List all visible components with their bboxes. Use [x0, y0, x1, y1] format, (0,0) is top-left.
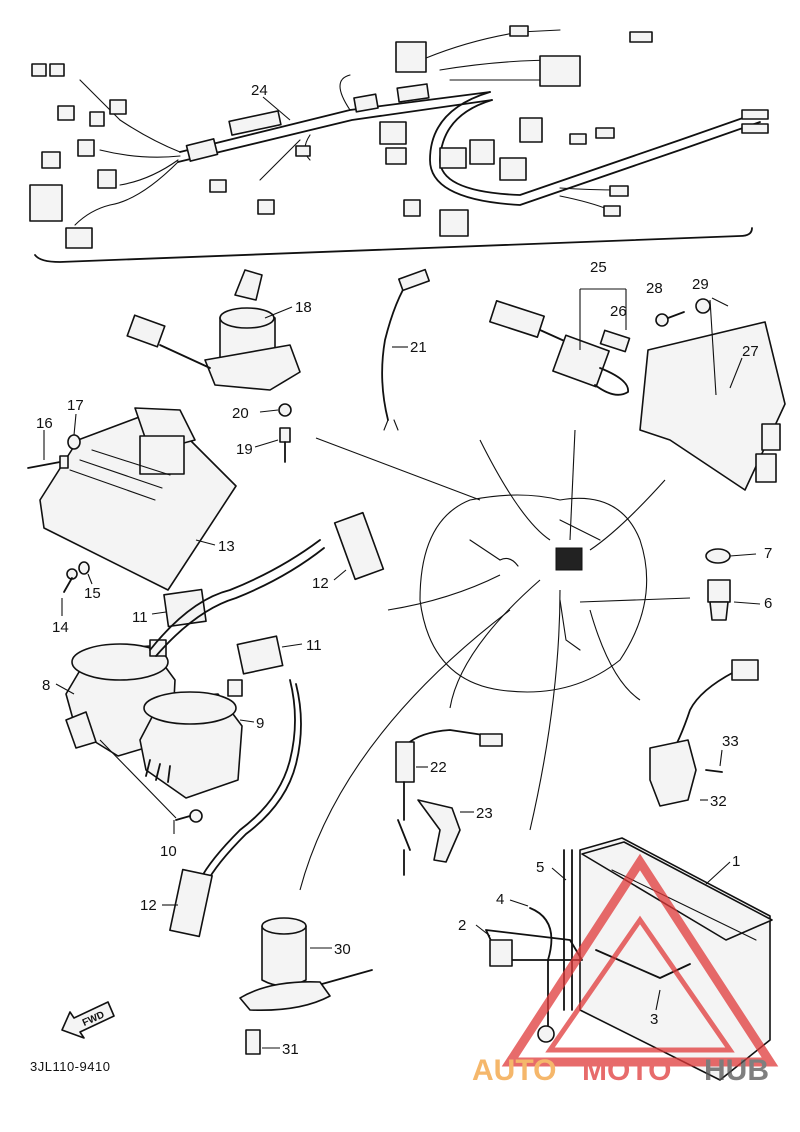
screw-19: [254, 403, 292, 463]
callout-29: 29: [692, 276, 709, 293]
cap-11b: [236, 635, 303, 675]
plug-cap-12a: [149, 511, 385, 657]
sensor-32: [649, 659, 759, 807]
watermark-moto: MOTO: [582, 1054, 671, 1087]
callout-8: 8: [42, 677, 50, 694]
screw-10: [99, 739, 203, 834]
callout-30: 30: [334, 941, 351, 958]
callout-28: 28: [646, 280, 663, 297]
callout-9: 9: [256, 715, 264, 732]
battery-band-2: [475, 924, 583, 967]
igniter-13: [39, 407, 237, 591]
fuse-holder-25: [489, 288, 631, 396]
callout-17: 17: [67, 397, 84, 414]
callout-1: 1: [732, 853, 740, 870]
callout-11b: 11: [306, 637, 322, 654]
cap-11a: [151, 588, 207, 628]
bracket-23: [417, 799, 474, 863]
wire-harness-24: [29, 25, 769, 263]
callout-20: 20: [232, 405, 249, 422]
washer-17: [67, 413, 81, 450]
sensor-22: [395, 729, 503, 876]
bolt-31: [245, 1029, 280, 1055]
ignition-coil-9: [139, 679, 255, 799]
callout-3: 3: [650, 1011, 658, 1028]
callout-19: 19: [236, 441, 253, 458]
washer-15: [78, 561, 93, 585]
callout-26: 26: [610, 303, 627, 320]
bolt-16: [27, 430, 69, 469]
screw-33: [705, 749, 723, 773]
drawing-code: 3JL110-9410: [30, 1059, 110, 1074]
callout-12a: 12: [312, 575, 329, 592]
callout-15: 15: [84, 585, 101, 602]
callout-33: 33: [722, 733, 739, 750]
switch-6: [705, 548, 761, 621]
cable-4: [509, 899, 555, 1043]
relay-30: [239, 917, 373, 1012]
callout-4: 4: [496, 891, 504, 908]
callout-24: 24: [251, 82, 268, 99]
main-switch-18: [126, 269, 301, 391]
callout-23: 23: [476, 805, 493, 822]
callout-18: 18: [295, 299, 312, 316]
callout-10: 10: [160, 843, 177, 860]
callout-25: 25: [590, 259, 607, 276]
unit-27: [639, 321, 786, 491]
nut-29: [695, 297, 729, 396]
callout-31: 31: [282, 1041, 299, 1058]
sensor-21: [381, 268, 431, 431]
callout-16: 16: [36, 415, 53, 432]
callout-22: 22: [430, 759, 447, 776]
cable-3: [595, 949, 691, 1011]
screw-14: [61, 568, 78, 616]
callout-5: 5: [536, 859, 544, 876]
callout-14: 14: [52, 619, 69, 636]
callout-11a: 11: [132, 609, 148, 626]
watermark-logo: AUTO MOTO HUB: [472, 853, 779, 1087]
callout-6: 6: [764, 595, 772, 612]
callout-27: 27: [742, 343, 759, 360]
screw-28: [655, 311, 685, 327]
callout-7: 7: [764, 545, 772, 562]
fwd-arrow: FWD: [61, 1001, 115, 1039]
callout-21: 21: [410, 339, 427, 356]
callout-2: 2: [458, 917, 466, 934]
callout-12b: 12: [140, 897, 157, 914]
callout-13: 13: [218, 538, 235, 555]
frame-outline: [299, 429, 691, 891]
battery-1: [579, 837, 773, 1081]
callout-32: 32: [710, 793, 727, 810]
watermark-hub: HUB: [704, 1054, 769, 1087]
plug-cap-12b: [162, 679, 302, 938]
watermark-auto: AUTO: [472, 1054, 556, 1087]
